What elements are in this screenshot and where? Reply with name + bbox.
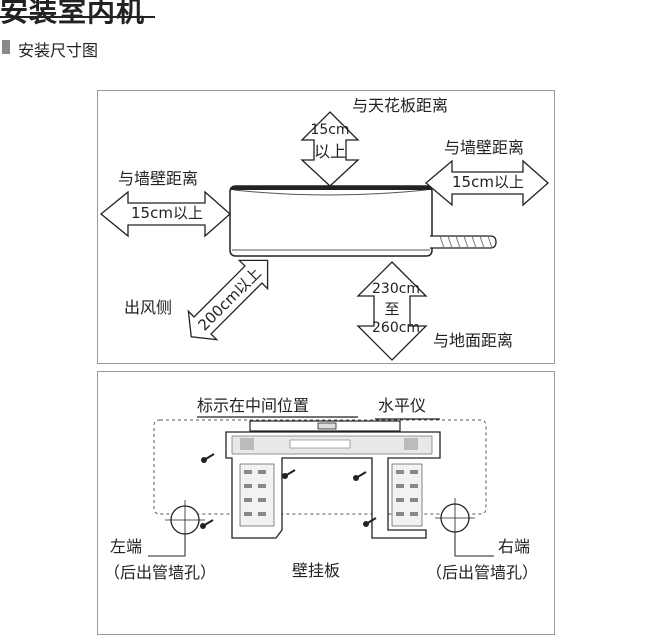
right-wall-value: 15cm以上 [452,173,524,191]
section-title: 安装尺寸图 [18,41,99,60]
right-wall-hole [435,498,494,557]
level-label: 水平仪 [378,396,427,415]
section-marker-icon [2,40,10,54]
outlet-arrow [187,259,269,341]
title-underline [0,16,155,18]
center-mark-label: 标示在中间位置 [197,396,310,415]
right-end-label: 右端 [498,537,531,556]
left-wall-value: 15cm以上 [131,204,203,222]
clearance-panel [97,90,555,364]
floor-value-line3: 260cm [372,320,421,336]
indoor-unit [229,185,433,257]
ceiling-arrow [300,111,360,187]
ceiling-value-line1: 15cm [310,122,350,138]
floor-value-line1: 230cm [372,281,421,297]
left-wall-arrow [99,190,231,238]
left-hole-label: （后出管墙孔） [104,563,217,582]
wall-plate-label: 壁挂板 [292,561,341,580]
ceiling-label: 与天花板距离 [352,96,449,115]
right-wall-arrow [424,159,549,207]
floor-arrow [356,261,428,361]
left-end-label: 左端 [110,537,143,556]
left-wall-hole [148,500,205,557]
left-wall-label: 与墙壁距离 [118,169,199,188]
floor-label: 与地面距离 [433,331,514,350]
ceiling-value-line2: 以上 [313,142,346,161]
right-hole-label: （后出管墙孔） [426,563,539,582]
page-title: 安装室内机 [0,0,146,28]
screws [200,453,377,529]
pipe [430,235,497,249]
floor-value-line2: 至 [384,300,400,318]
unit-outline [153,419,487,515]
right-wall-label: 与墙壁距离 [444,138,525,157]
wall-plate [225,431,441,539]
outlet-label: 出风侧 [124,298,173,317]
